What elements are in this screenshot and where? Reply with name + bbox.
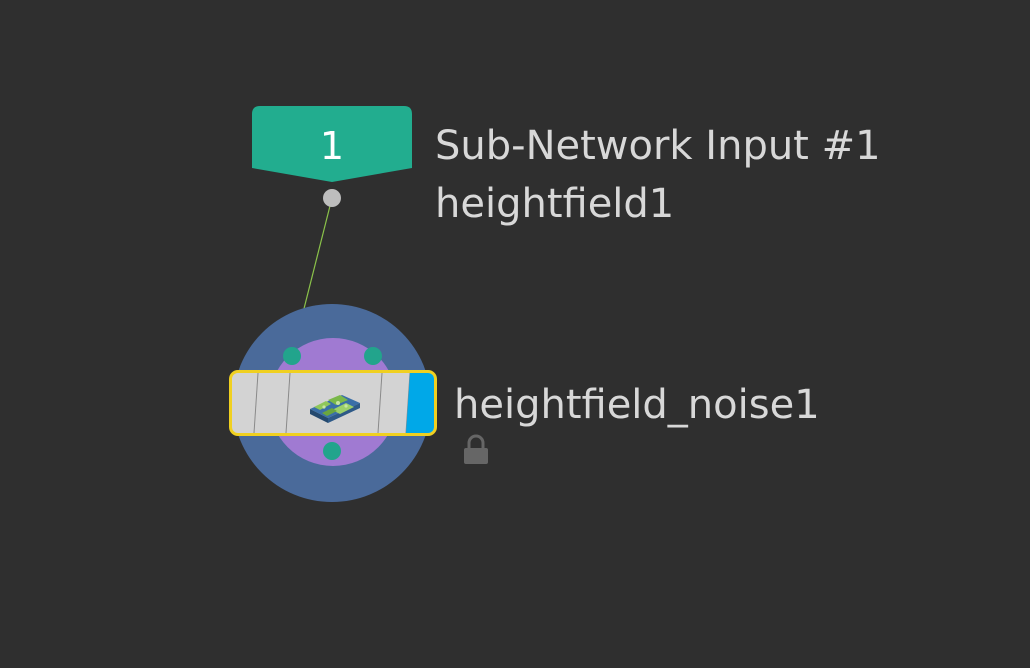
node-body-graphic [253, 373, 434, 433]
input-number: 1 [319, 124, 345, 168]
input-port-2[interactable] [364, 347, 382, 365]
output-port[interactable] [323, 442, 341, 460]
display-flag [406, 373, 434, 433]
subnetwork-input-node[interactable]: 1 [252, 106, 412, 182]
input-node-shape [252, 106, 412, 182]
input-output-port[interactable] [323, 189, 341, 207]
input-node-sublabel: heightfield1 [435, 181, 675, 227]
lock-icon[interactable] [462, 434, 490, 466]
heightfield-noise-node[interactable] [229, 370, 437, 436]
input-port-1[interactable] [283, 347, 301, 365]
noise-node-label: heightfield_noise1 [454, 382, 820, 428]
input-node-label: Sub-Network Input #1 [435, 123, 881, 169]
heightfield-terrain-icon [310, 395, 360, 423]
